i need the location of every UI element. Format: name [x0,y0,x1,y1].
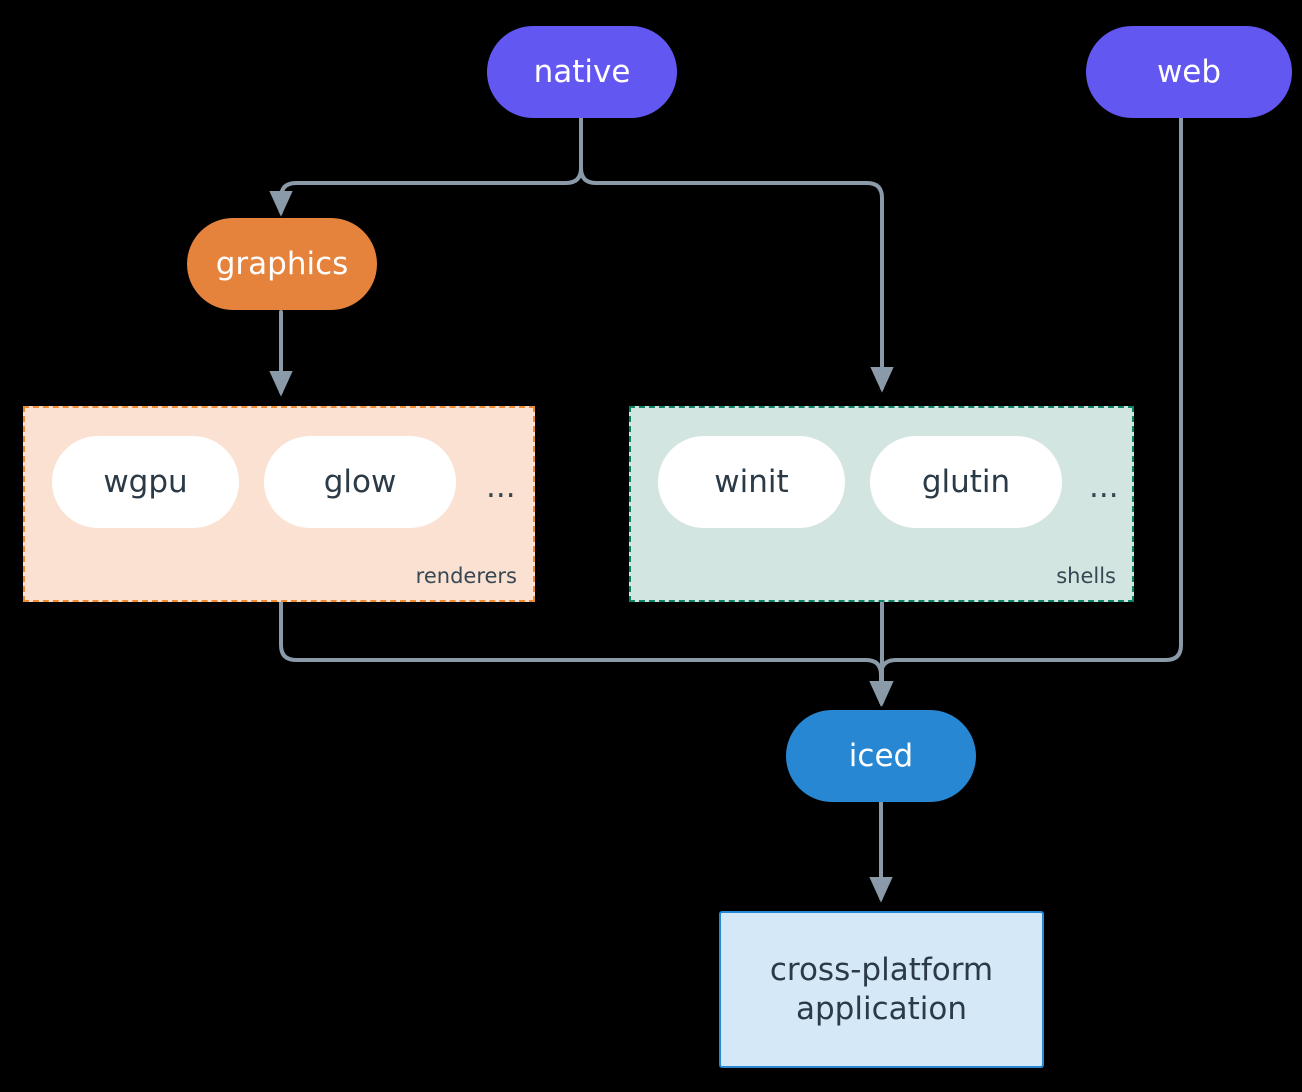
node-iced[interactable]: iced [786,710,976,802]
node-web[interactable]: web [1086,26,1292,118]
node-iced-label: iced [848,737,914,774]
group-renderers-overflow: ... [486,469,516,505]
group-shells-overflow: ... [1089,469,1119,505]
group-shells: winit glutin ... shells [629,406,1134,602]
group-renderers: wgpu glow ... renderers [23,406,535,602]
edge-web-iced [869,116,1183,707]
edge-native-bus [269,116,583,217]
group-shells-label: shells [1056,564,1116,588]
group-item-wgpu-label: wgpu [103,464,188,500]
group-item-wgpu[interactable]: wgpu [52,436,239,528]
node-graphics-label: graphics [215,245,349,282]
group-item-glow-label: glow [323,464,397,500]
group-item-winit-label: winit [714,464,789,500]
node-web-label: web [1156,53,1222,90]
group-item-glutin[interactable]: glutin [870,436,1062,528]
group-item-winit[interactable]: winit [658,436,845,528]
edge-renderers-iced [279,600,893,707]
group-item-glutin-label: glutin [921,464,1011,500]
node-application-line2: application [796,990,967,1027]
node-application[interactable]: cross-platform application [719,911,1044,1068]
node-application-line1: cross-platform [769,951,994,988]
node-graphics[interactable]: graphics [187,218,377,310]
group-item-glow[interactable]: glow [264,436,456,528]
node-native[interactable]: native [487,26,677,118]
edge-native-shells [579,116,894,393]
group-renderers-label: renderers [415,564,517,588]
node-native-label: native [533,53,631,90]
